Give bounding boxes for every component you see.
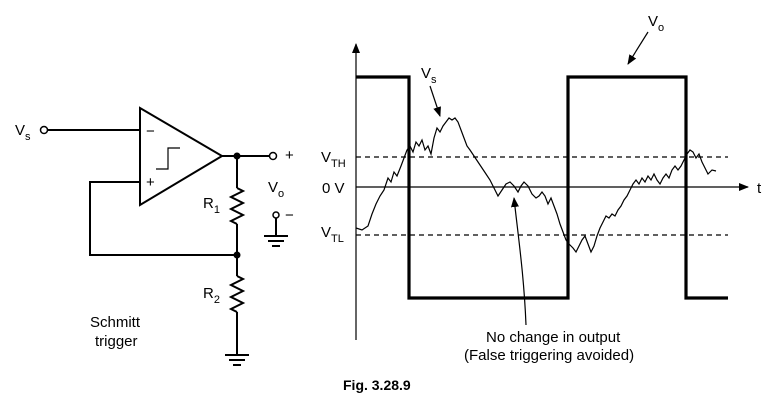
vtl-label: VTL [321,224,344,245]
schmitt-trigger-circuit: Vs − + + Vo − R1 R2 [15,106,294,366]
waveform-graph: t VTH 0 V VTL Vo Vs No change in output … [321,13,762,364]
figure-caption: Fig. 3.28.9 [343,377,411,393]
output-label: Vo [268,179,284,200]
feedback-wire [89,181,237,256]
output-ground-icon [264,235,288,247]
note-line-1: No change in output [486,329,621,346]
vo-pointer-arrow [627,31,649,65]
vo-label: Vo [648,13,664,34]
op-amp-minus: − [146,123,155,140]
zero-volt-label: 0 V [322,180,345,197]
caption-line-1: Schmitt [90,314,141,331]
r1-label: R1 [203,195,220,216]
output-minus-terminal [272,211,280,219]
note-line-2: (False triggering avoided) [464,347,634,364]
vs-label: Vs [421,65,437,86]
hysteresis-symbol [156,147,180,170]
input-label: Vs [15,122,31,143]
note-pointer-arrow [510,197,527,326]
time-axis-label: t [757,180,762,197]
divider-ground-icon [225,354,249,366]
input-terminal [39,125,49,135]
output-square-wave [356,75,728,300]
r2-resistor [228,275,246,313]
op-amp-plus: + [146,174,155,191]
r2-label: R2 [203,285,220,306]
output-terminal [268,151,278,161]
output-minus: − [285,207,294,224]
output-plus: + [285,147,294,164]
vth-label: VTH [321,149,346,170]
r1-resistor [228,187,246,225]
caption-line-2: trigger [95,333,138,350]
op-amp-triangle [139,106,224,207]
vs-pointer-arrow [429,85,441,117]
input-noisy-signal [355,117,717,254]
